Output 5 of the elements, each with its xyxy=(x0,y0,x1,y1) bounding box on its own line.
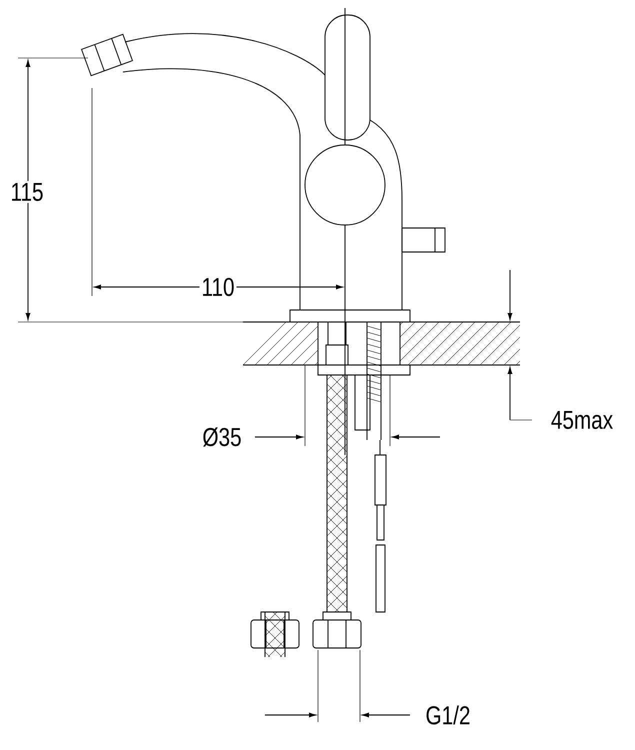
dimension-label: G1/2 xyxy=(424,704,472,727)
dimension-label: 110 xyxy=(199,276,237,298)
dimension-label: Ø35 xyxy=(200,425,244,449)
dimension-label: 115 xyxy=(8,180,46,204)
dimension-label: 45max xyxy=(548,408,616,432)
